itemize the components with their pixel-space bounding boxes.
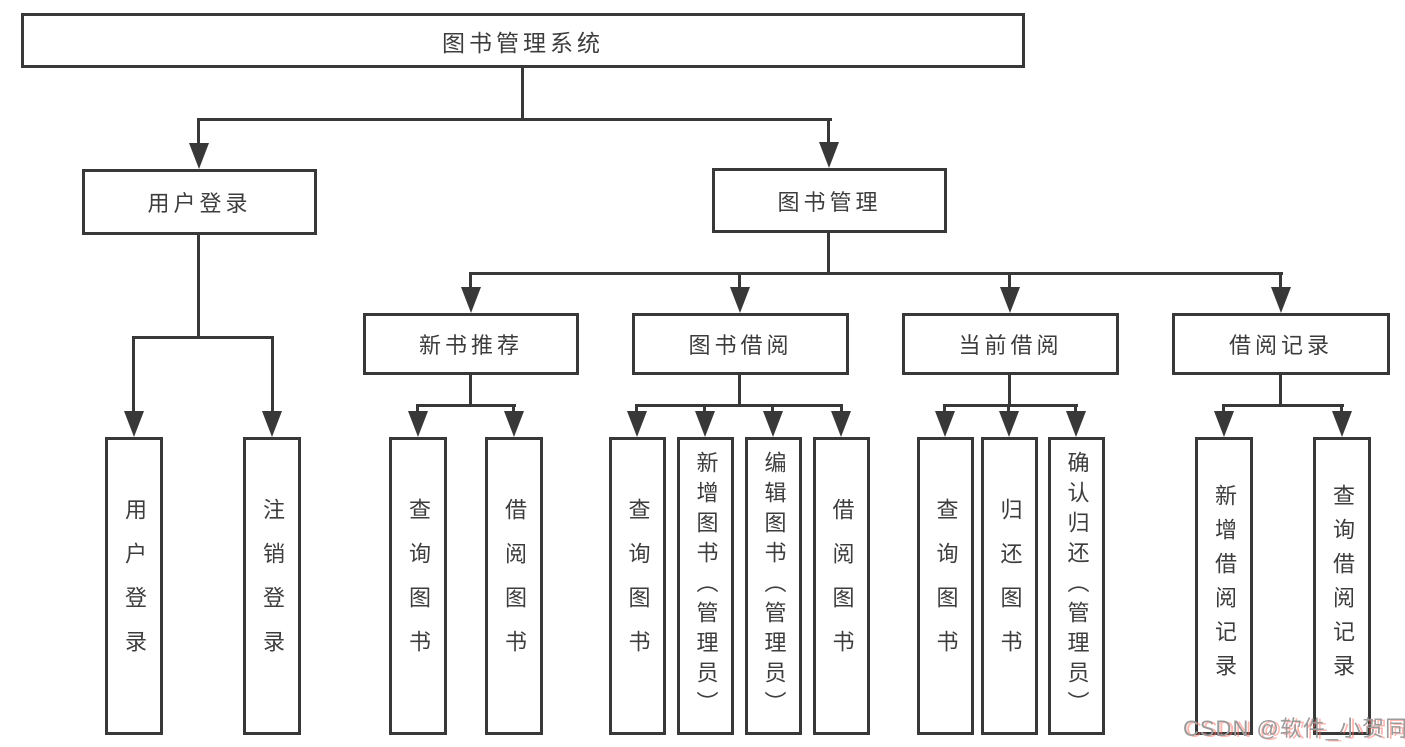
arrowhead-leaf	[408, 411, 428, 437]
connector-root-stub	[521, 68, 524, 121]
connector-book-management-stub	[827, 231, 830, 275]
connector-drop	[1340, 404, 1343, 414]
node-user-login: 用户登录	[82, 169, 317, 235]
node-library-management-system: 图书管理系统	[21, 13, 1025, 68]
arrowhead-user-login	[189, 143, 209, 169]
connector-current-borrow-branch	[943, 404, 1078, 407]
connector-drop	[635, 404, 638, 414]
leaf-add-books-admin: 新增图书（管理员）	[677, 437, 734, 735]
arrowhead-leaf	[504, 411, 524, 437]
connector-drop	[512, 404, 515, 414]
arrowhead-leaf-user-login	[124, 411, 144, 437]
arrowhead-leaf	[1332, 411, 1352, 437]
connector-drop	[1007, 404, 1010, 414]
connector-book-management-branch	[469, 272, 1283, 275]
connector-drop-borrow-records	[1279, 272, 1282, 290]
leaf-edit-books-admin: 编辑图书（管理员）	[745, 437, 802, 735]
arrowhead-leaf	[695, 411, 715, 437]
leaf-query-books-borrow: 查询图书	[609, 437, 666, 735]
connector-borrow-records-branch	[1222, 404, 1344, 407]
arrowhead-leaf	[999, 411, 1019, 437]
leaf-user-login: 用户登录	[105, 437, 163, 735]
node-current-borrow: 当前借阅	[902, 313, 1119, 375]
connector-drop	[703, 404, 706, 414]
arrowhead-leaf-logout	[262, 411, 282, 437]
node-borrow-records: 借阅记录	[1172, 313, 1390, 375]
connector-drop-current-borrow	[1008, 272, 1011, 290]
arrowhead-leaf	[935, 411, 955, 437]
leaf-query-books-recommend: 查询图书	[389, 437, 447, 735]
node-new-book-recommend: 新书推荐	[363, 313, 579, 375]
connector-borrow-records-stub	[1279, 374, 1282, 407]
connector-book-borrow-stub	[738, 374, 741, 407]
arrowhead-current-borrow	[1000, 287, 1020, 313]
arrowhead-leaf	[831, 411, 851, 437]
node-book-management: 图书管理	[712, 168, 947, 233]
connector-drop-new-book	[469, 272, 472, 290]
arrowhead-leaf	[627, 411, 647, 437]
arrowhead-leaf	[1066, 411, 1086, 437]
leaf-return-books: 归还图书	[981, 437, 1038, 735]
arrowhead-book-management	[819, 142, 839, 168]
arrowhead-new-book	[461, 287, 481, 313]
connector-drop	[771, 404, 774, 414]
leaf-query-borrow-record: 查询借阅记录	[1313, 437, 1371, 735]
leaf-confirm-return-admin: 确认归还（管理员）	[1048, 437, 1105, 735]
leaf-logout: 注销登录	[243, 437, 301, 735]
connector-drop	[1074, 404, 1077, 414]
connector-new-book-branch	[416, 404, 516, 407]
arrowhead-borrow-records	[1271, 287, 1291, 313]
leaf-query-books-current: 查询图书	[917, 437, 974, 735]
connector-drop-book-management	[827, 118, 830, 145]
connector-drop-leaf-logout	[271, 336, 274, 414]
arrowhead-leaf	[763, 411, 783, 437]
csdn-watermark: CSDN @软件_小贺同学	[1183, 716, 1405, 741]
connector-drop-book-borrow	[738, 272, 741, 290]
leaf-borrow-books: 借阅图书	[813, 437, 870, 735]
connector-book-borrow-branch	[635, 404, 843, 407]
connector-root-branch	[198, 118, 832, 121]
connector-user-login-stub	[197, 234, 200, 339]
connector-drop-user-login	[197, 118, 200, 146]
connector-drop-leaf-user-login	[132, 336, 135, 414]
connector-current-borrow-stub	[1008, 374, 1011, 407]
node-book-borrow: 图书借阅	[632, 313, 849, 375]
connector-new-book-stub	[469, 374, 472, 407]
connector-drop	[416, 404, 419, 414]
connector-user-login-branch	[132, 336, 274, 339]
connector-drop	[1222, 404, 1225, 414]
arrowhead-leaf	[1214, 411, 1234, 437]
leaf-add-borrow-record: 新增借阅记录	[1195, 437, 1253, 735]
arrowhead-book-borrow	[730, 287, 750, 313]
connector-drop	[943, 404, 946, 414]
connector-drop	[840, 404, 843, 414]
leaf-borrow-books-recommend: 借阅图书	[485, 437, 543, 735]
